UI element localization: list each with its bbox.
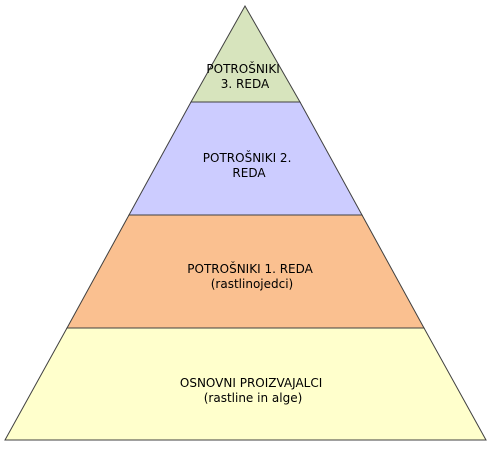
level-consumers-2: POTROŠNIKI 2. REDA: [128, 101, 363, 216]
level-producers-label: OSNOVNI PROIZVAJALCI (rastline in alge): [180, 376, 326, 405]
level-producers: OSNOVNI PROIZVAJALCI (rastline in alge): [4, 327, 487, 441]
level-consumers-3-label: POTROŠNIKI 3. REDA: [206, 61, 283, 91]
level-consumers-3: POTROŠNIKI 3. REDA: [190, 4, 301, 103]
level-consumers-1-label: POTROŠNIKI 1. REDA (rastlinojedci): [187, 261, 316, 291]
level-consumers-2-label: POTROŠNIKI 2. REDA: [203, 150, 295, 180]
level-consumers-1: POTROŠNIKI 1. REDA (rastlinojedci): [66, 214, 425, 329]
level-producers-band: [4, 327, 487, 441]
